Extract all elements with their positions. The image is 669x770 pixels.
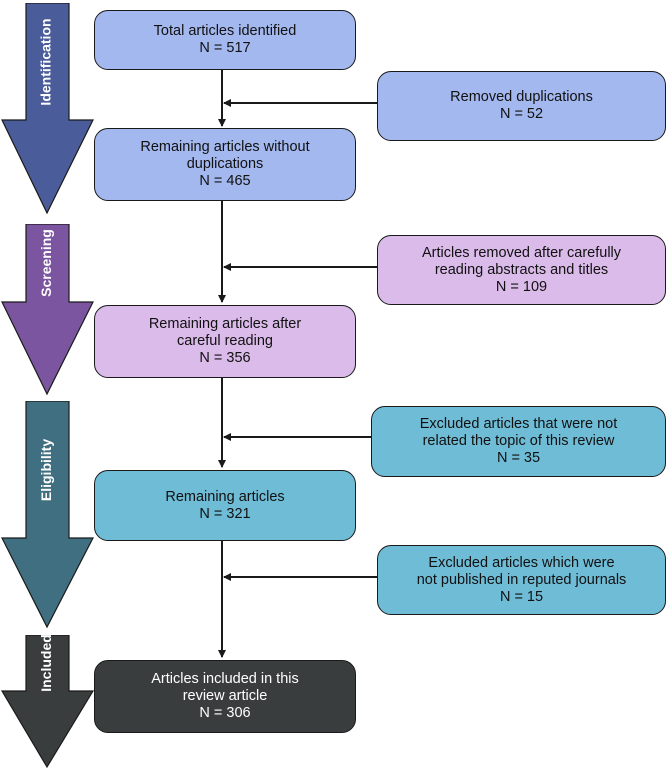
box-line: Articles included in this	[151, 671, 299, 687]
box-line: Remaining articles without	[140, 139, 310, 155]
box-line: N = 15	[499, 588, 544, 605]
box-line: duplications	[186, 156, 264, 172]
box-remaining-after-reading: Remaining articles after careful reading…	[94, 305, 356, 378]
identification-arrow-shape	[1, 3, 94, 215]
box-line: review article	[182, 688, 268, 704]
stage-label-screening: Screening	[38, 229, 55, 297]
box-line: Excluded articles which were	[428, 554, 615, 571]
box-line: N = 306	[199, 705, 251, 721]
box-total-articles: Total articles identified N = 517	[94, 10, 356, 70]
box-line: Total articles identified	[153, 23, 297, 39]
box-line: N = 356	[199, 350, 251, 366]
box-line: reading abstracts and titles	[434, 261, 609, 278]
stage-label-eligibility: Eligibility	[38, 438, 55, 501]
box-excluded-not-related: Excluded articles that were not related …	[371, 406, 666, 477]
box-line: careful reading	[177, 333, 273, 349]
stage-arrow-eligibility	[0, 401, 96, 629]
box-line: N = 517	[199, 40, 251, 56]
box-removed-duplications: Removed duplications N = 52	[377, 71, 666, 141]
stage-arrow-identification	[0, 3, 96, 215]
box-line: Excluded articles that were not	[419, 416, 618, 432]
box-line: Articles removed after carefully	[421, 244, 622, 261]
stage-label-identification: Identification	[38, 17, 54, 106]
box-line: N = 109	[495, 278, 548, 295]
stage-label-included: Included	[38, 634, 54, 692]
box-line: Removed duplications	[450, 89, 593, 105]
box-remaining-articles: Remaining articles N = 321	[94, 470, 356, 541]
box-line: N = 35	[496, 450, 541, 466]
box-removed-abstracts: Articles removed after carefully reading…	[377, 235, 666, 305]
box-line: related the topic of this review	[422, 433, 615, 449]
box-line: N = 465	[199, 173, 251, 189]
box-remaining-without-duplications: Remaining articles without duplications …	[94, 128, 356, 201]
screening-arrow-shape	[1, 224, 94, 396]
box-line: N = 321	[199, 505, 251, 522]
box-line: not published in reputed journals	[416, 571, 627, 588]
box-excluded-not-reputed: Excluded articles which were not publish…	[377, 545, 666, 615]
box-line: Remaining articles after	[148, 316, 302, 332]
box-line: N = 52	[499, 106, 544, 122]
box-line: Remaining articles	[165, 488, 285, 505]
included-arrow-shape	[0, 635, 95, 769]
stage-arrow-screening	[0, 224, 96, 396]
box-articles-included: Articles included in this review article…	[94, 660, 356, 733]
eligibility-arrow-shape	[1, 401, 94, 629]
stage-arrow-included	[0, 635, 96, 769]
